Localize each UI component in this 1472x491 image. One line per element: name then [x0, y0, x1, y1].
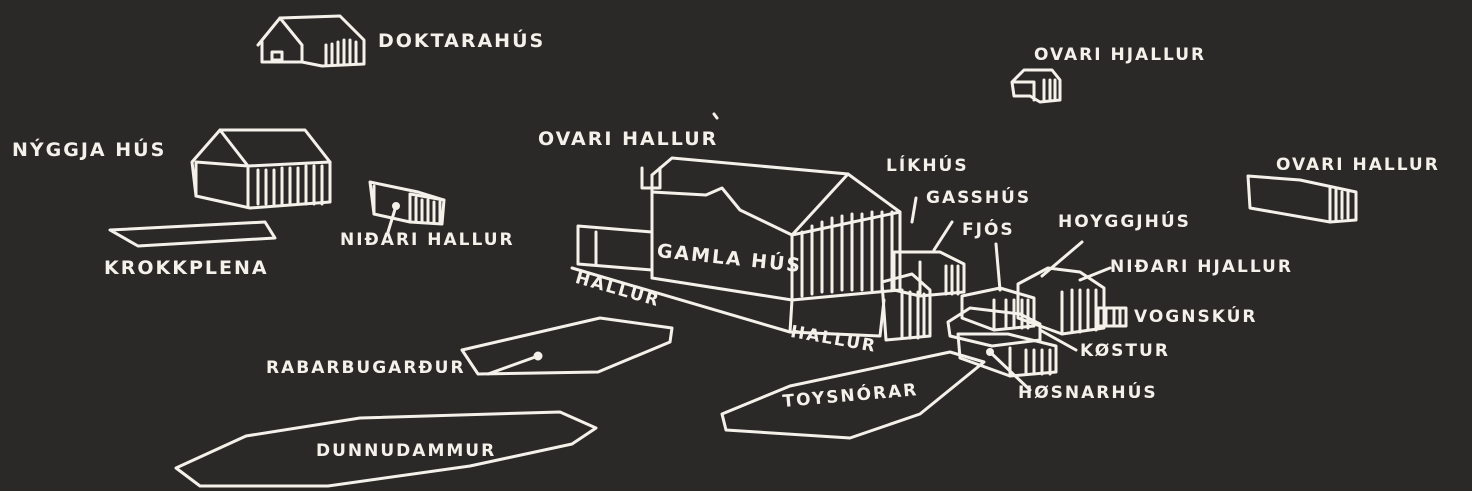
label-likhus: LÍKHÚS: [886, 158, 969, 175]
label-fjos: FJÓS: [962, 222, 1015, 239]
nidari-hallur-building: [370, 182, 444, 232]
label-dunnudammur: DUNNUDAMMUR: [316, 443, 496, 460]
label-gasshus: GASSHÚS: [926, 190, 1031, 207]
label-nyggja-hus: NÝGGJA HÚS: [12, 141, 166, 160]
label-ovari-hallur-center: OVARI HALLUR: [538, 130, 718, 149]
label-nidari-hallur: NIÐARI HALLUR: [340, 232, 515, 249]
label-ovari-hjallur: OVARI HJALLUR: [1034, 47, 1206, 64]
label-nidari-hjallur: NIÐARI HJALLUR: [1110, 259, 1293, 276]
ovari-hallur-right-building: [1248, 176, 1356, 222]
doktarahus-building: [258, 16, 364, 66]
label-krokkplena: KROKKPLENA: [104, 259, 269, 278]
krokkplena-area: [110, 222, 275, 246]
label-doktarahus: DOKTARAHÚS: [378, 32, 545, 51]
label-vognskur: VOGNSKÚR: [1134, 309, 1258, 326]
label-kostur: KØSTUR: [1080, 343, 1170, 360]
label-hoyggjhus: HOYGGJHÚS: [1058, 214, 1191, 231]
label-ovari-hallur-right: OVARI HALLUR: [1276, 157, 1440, 174]
ovari-hjallur-top-building: [1012, 70, 1060, 102]
nyggja-hus-building: [192, 130, 330, 208]
label-rabarbugardur: RABARBUGARÐUR: [266, 360, 466, 377]
rabarbugardur-area: [462, 318, 672, 374]
label-hosnarhus: HØSNARHÚS: [1018, 385, 1158, 402]
likhus-building: [894, 198, 964, 296]
vognskur-building: [1098, 308, 1126, 326]
